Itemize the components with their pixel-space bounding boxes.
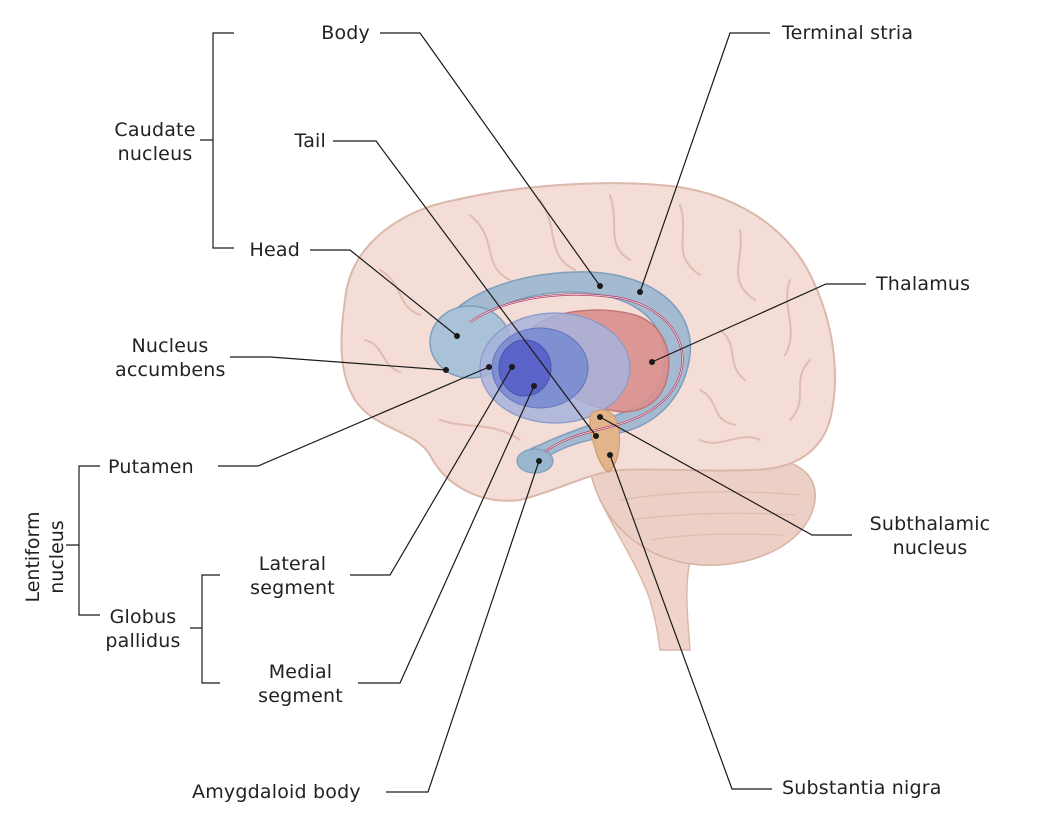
label-amygdaloid-body: Amygdaloid body	[192, 781, 361, 803]
bracket-caudate	[200, 32, 234, 249]
bracket-lentiform	[66, 465, 100, 616]
subthalamic-line1: Subthalamic	[869, 513, 991, 535]
accumbens-line1: Nucleus	[131, 335, 209, 357]
label-lentiform-nucleus: Lentiform nucleus	[21, 502, 69, 612]
label-head: Head	[249, 239, 300, 261]
globus-medial-shape	[498, 339, 552, 397]
label-lateral-segment: Lateral segment	[240, 552, 345, 600]
leader-amygdaloid	[386, 460, 540, 793]
label-nucleus-accumbens: Nucleus accumbens	[115, 334, 225, 382]
leader-head	[310, 249, 458, 337]
leader-putamen	[218, 366, 490, 467]
leader-substantia-nigra	[609, 454, 772, 790]
label-body: Body	[321, 22, 370, 44]
amygdaloid-shape	[516, 448, 554, 474]
brain-sulci	[364, 194, 811, 444]
label-subthalamic-nucleus: Subthalamic nucleus	[855, 512, 1005, 560]
cerebellum-folia	[619, 491, 801, 541]
leader-lines	[66, 32, 866, 793]
leader-subthalamic	[599, 416, 852, 536]
label-thalamus: Thalamus	[876, 273, 971, 295]
globus-line2: pallidus	[105, 630, 181, 652]
label-globus-pallidus: Globus pallidus	[93, 605, 193, 653]
leader-medial-segment	[358, 385, 535, 684]
label-caudate-nucleus: Caudate nucleus	[100, 118, 210, 166]
label-terminal-stria: Terminal stria	[782, 22, 914, 44]
medial-line2: segment	[258, 685, 343, 707]
leader-terminal-stria	[639, 32, 770, 293]
label-putamen: Putamen	[108, 456, 194, 478]
globus-line1: Globus	[109, 606, 177, 628]
caudate-line2: nucleus	[117, 143, 193, 165]
leader-body	[380, 32, 601, 287]
label-tail: Tail	[294, 130, 326, 152]
label-substantia-nigra: Substantia nigra	[782, 777, 942, 799]
caudate-line1: Caudate	[114, 119, 196, 141]
terminal-stria-highlight	[469, 294, 683, 453]
leader-dots	[443, 283, 655, 464]
leader-nucleus-accumbens	[230, 356, 447, 371]
lentiform-line1: Lentiform	[22, 511, 44, 603]
lateral-line1: Lateral	[258, 553, 327, 575]
leader-lateral-segment	[350, 366, 513, 576]
leader-tail	[333, 140, 597, 437]
leader-thalamus	[651, 283, 866, 363]
subthalamic-line2: nucleus	[892, 537, 968, 559]
medial-line1: Medial	[268, 661, 333, 683]
accumbens-line2: accumbens	[115, 359, 226, 381]
label-medial-segment: Medial segment	[248, 660, 353, 708]
lateral-line2: segment	[250, 577, 335, 599]
lentiform-line2: nucleus	[46, 520, 68, 594]
bracket-globus	[190, 574, 220, 684]
cerebellum	[589, 454, 816, 566]
